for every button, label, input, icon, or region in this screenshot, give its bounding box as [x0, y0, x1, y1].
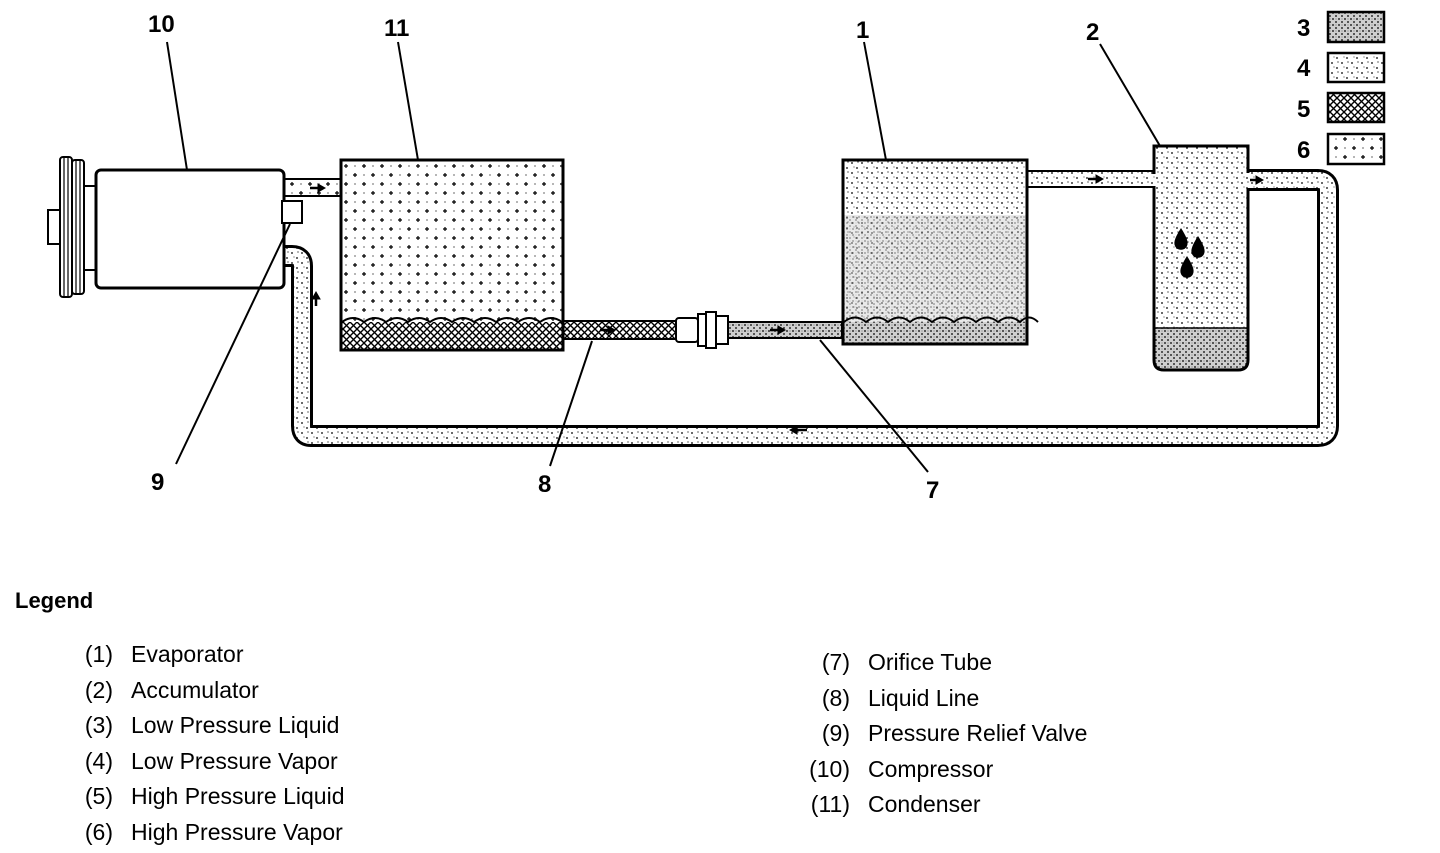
legend-item-label: High Pressure Liquid: [131, 782, 345, 810]
callout-pressure-relief-valve: 9: [151, 469, 164, 496]
swatch-high-pressure-liquid: [1328, 93, 1384, 122]
pattern-key: [1328, 12, 1384, 164]
swatch-low-pressure-vapor: [1328, 53, 1384, 82]
callout-accumulator: 2: [1086, 19, 1099, 46]
legend-item: (2) Accumulator: [78, 676, 345, 712]
legend-item-number: (9): [800, 719, 850, 747]
legend-item-label: High Pressure Vapor: [131, 818, 343, 846]
orifice-tube: [676, 312, 842, 348]
legend-item-label: Compressor: [868, 755, 993, 783]
legend-item: (1) Evaporator: [78, 640, 345, 676]
pressure-relief-valve: [282, 201, 302, 223]
compressor: [48, 157, 284, 297]
legend-item-label: Low Pressure Vapor: [131, 747, 338, 775]
legend-item-label: Evaporator: [131, 640, 244, 668]
accumulator: [1140, 146, 1260, 372]
legend-item-number: (5): [78, 782, 113, 810]
liquid-line: [562, 321, 680, 339]
callout-key-high-pressure-vapor: 6: [1297, 137, 1310, 164]
legend-item: (4) Low Pressure Vapor: [78, 747, 345, 783]
legend-item: (10) Compressor: [800, 755, 1087, 791]
legend-item: (7) Orifice Tube: [800, 648, 1087, 684]
legend-item-label: Liquid Line: [868, 684, 979, 712]
legend-item-number: (6): [78, 818, 113, 846]
swatch-high-pressure-vapor: [1328, 134, 1384, 164]
callout-key-low-pressure-liquid: 3: [1297, 15, 1310, 42]
legend-item-label: Orifice Tube: [868, 648, 992, 676]
legend-item-label: Pressure Relief Valve: [868, 719, 1087, 747]
callout-liquid-line: 8: [538, 471, 551, 498]
arrow-up-icon: [312, 292, 320, 306]
condenser: [341, 160, 563, 350]
legend-item: (8) Liquid Line: [800, 684, 1087, 720]
legend-item-number: (1): [78, 640, 113, 668]
evaporator: [843, 160, 1038, 344]
legend-item-number: (11): [800, 790, 850, 818]
legend-item-number: (10): [800, 755, 850, 783]
legend-item-label: Condenser: [868, 790, 981, 818]
legend-column-2: (7) Orifice Tube (8) Liquid Line (9) Pressu…: [800, 648, 1087, 826]
callout-evaporator: 1: [856, 17, 869, 44]
legend-item-number: (4): [78, 747, 113, 775]
legend-item-number: (8): [800, 684, 850, 712]
callout-condenser: 11: [384, 15, 409, 42]
callout-compressor: 10: [148, 11, 175, 38]
swatch-low-pressure-liquid: [1328, 12, 1384, 42]
legend-title: Legend: [15, 588, 93, 614]
legend-item-number: (7): [800, 648, 850, 676]
legend-item: (11) Condenser: [800, 790, 1087, 826]
legend-item-number: (2): [78, 676, 113, 704]
ac-refrigerant-cycle-diagram: 10 11 1 2 3 4 5 6 9 8 7: [0, 0, 1440, 560]
callout-key-low-pressure-vapor: 4: [1297, 55, 1311, 82]
callout-key-high-pressure-liquid: 5: [1297, 96, 1310, 123]
legend-item-number: (3): [78, 711, 113, 739]
legend-column-1: (1) Evaporator (2) Accumulator (3) Low Pres…: [78, 640, 345, 853]
legend-item: (3) Low Pressure Liquid: [78, 711, 345, 747]
legend-item-label: Accumulator: [131, 676, 259, 704]
callout-orifice-tube: 7: [926, 477, 939, 504]
legend-item-label: Low Pressure Liquid: [131, 711, 339, 739]
legend-item: (9) Pressure Relief Valve: [800, 719, 1087, 755]
legend-item: (5) High Pressure Liquid: [78, 782, 345, 818]
